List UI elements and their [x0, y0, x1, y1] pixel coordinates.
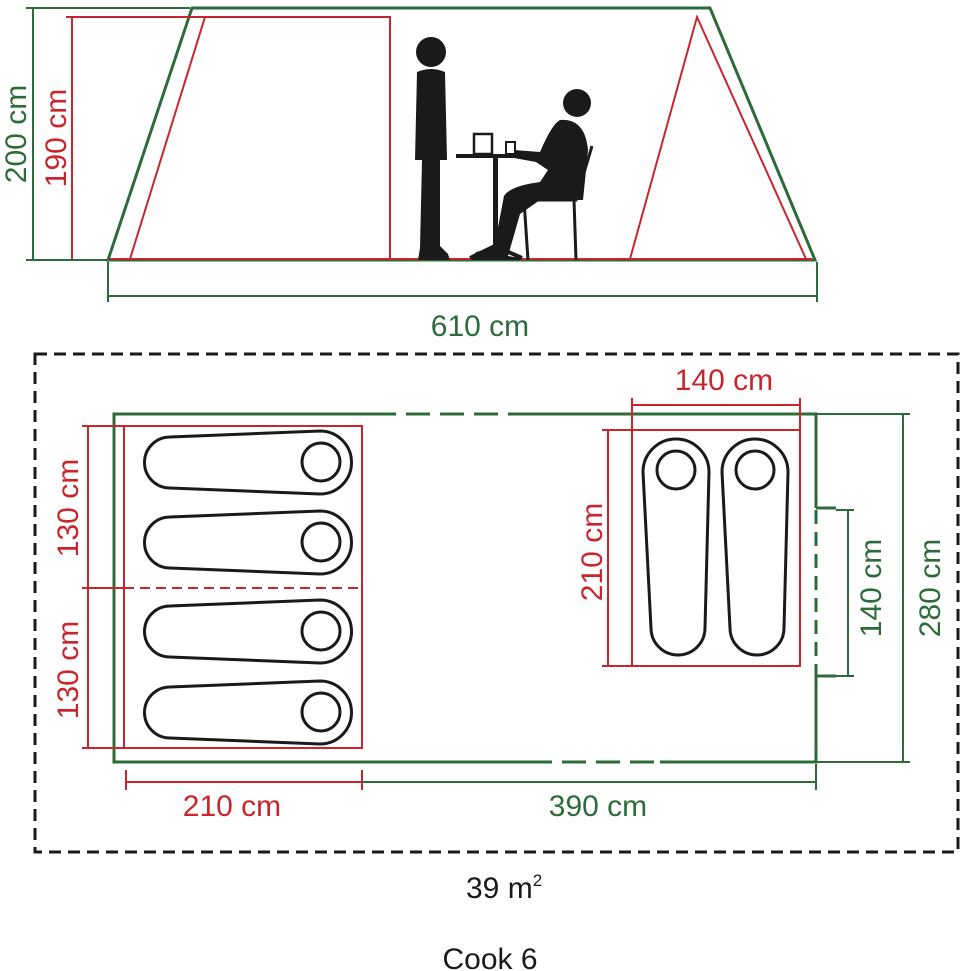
total-width-label: 280 cm — [914, 539, 947, 637]
height-outer-label: 200 cm — [0, 85, 33, 183]
area-value: 39 m — [466, 872, 533, 905]
right-bedroom-depth-label: 210 cm — [576, 503, 609, 601]
floor-plan: 130 cm 130 cm 210 cm 390 cm — [33, 352, 960, 854]
inner-tent-right-profile — [629, 14, 807, 260]
sleeping-bag-icon — [720, 437, 790, 657]
area-exponent: 2 — [533, 871, 542, 890]
standing-person-icon — [415, 37, 450, 260]
height-inner-label: 190 cm — [40, 89, 73, 187]
side-door-edges — [816, 506, 836, 678]
length-label: 610 cm — [431, 310, 529, 343]
living-length-label: 390 cm — [549, 790, 647, 823]
outer-floor-right-bottom — [660, 676, 818, 764]
sleeping-bags-right — [641, 437, 790, 657]
right-bedroom-width-label: 140 cm — [675, 364, 773, 397]
sleeping-bag-icon — [641, 437, 711, 657]
bedroom-depth-label: 210 cm — [183, 790, 281, 823]
sleeping-bag-icon — [143, 598, 353, 665]
seated-person-icon — [472, 89, 594, 261]
sleeping-bags-left — [143, 429, 353, 746]
side-view: 200 cm 190 cm 610 cm — [0, 6, 818, 343]
footprint-outline — [33, 352, 960, 854]
sleeping-bag-icon — [143, 429, 353, 496]
bedroom-width-label-1: 130 cm — [52, 459, 85, 557]
inner-tent-left-profile — [129, 16, 391, 260]
door-width-label: 140 cm — [855, 539, 888, 637]
area-label: 39 m2 — [466, 871, 542, 905]
sleeping-bag-icon — [143, 509, 353, 576]
sleeping-bag-icon — [143, 679, 353, 746]
model-name: Cook 6 — [442, 943, 537, 971]
bedroom-width-label-2: 130 cm — [52, 621, 85, 719]
